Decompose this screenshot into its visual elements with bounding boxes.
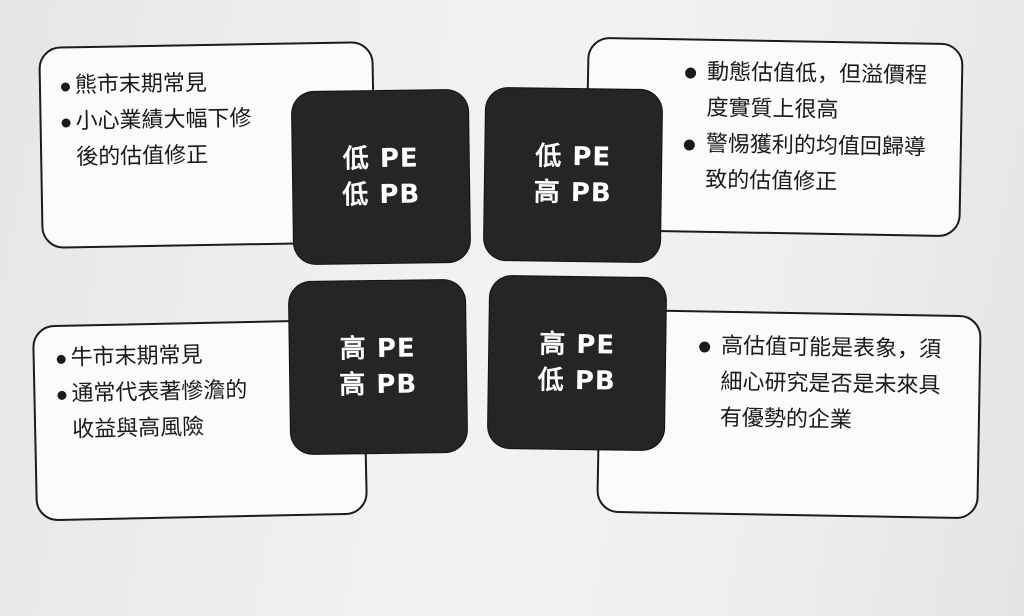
note-item: 通常代表著慘澹的收益與高風險 [57, 373, 268, 449]
bullet-icon [685, 67, 697, 79]
quadrant-pb-label: 低 PB [537, 365, 616, 397]
quadrant-low-pe-high-pb: 低 PE 高 PB [483, 87, 663, 263]
note-item: 熊市末期常見 [60, 65, 272, 105]
bullet-icon [56, 354, 66, 364]
bullet-icon [699, 341, 711, 353]
quadrant-pe-label: 低 PE [342, 143, 419, 175]
quadrant-pe-label: 高 PE [539, 329, 616, 361]
quadrant-pb-label: 低 PB [342, 179, 421, 211]
quadrant-pe-label: 低 PE [535, 141, 612, 173]
note-list: 高估值可能是表象，須細心研究是否是未來具有優勢的企業 [694, 328, 980, 441]
note-list: 動態估值低，但溢價程度實質上很高 警惕獲利的均值回歸導致的估值修正 [679, 54, 961, 203]
note-item: 牛市末期常見 [56, 337, 267, 377]
quadrant-high-pe-low-pb: 高 PE 低 PB [487, 275, 667, 451]
bullet-icon [57, 390, 67, 400]
quadrant-low-pe-low-pb: 低 PE 低 PB [291, 89, 471, 265]
note-text: 高估值可能是表象，須細心研究是否是未來具有優勢的企業 [719, 333, 942, 434]
note-text: 牛市末期常見 [70, 342, 203, 371]
quadrant-pb-label: 高 PB [339, 369, 418, 401]
note-item: 警惕獲利的均值回歸導致的估值修正 [679, 126, 938, 202]
bullet-icon [683, 139, 695, 151]
note-text: 小心業績大幅下修後的估值修正 [75, 106, 252, 171]
note-text: 警惕獲利的均值回歸導致的估值修正 [705, 131, 927, 196]
bullet-icon [61, 118, 71, 128]
note-text: 通常代表著慘澹的收益與高風險 [71, 378, 248, 443]
quadrant-pb-label: 高 PB [533, 177, 612, 209]
note-item: 高估值可能是表象，須細心研究是否是未來具有優勢的企業 [694, 328, 954, 440]
note-item: 小心業績大幅下修後的估值修正 [61, 101, 272, 177]
note-item: 動態估值低，但溢價程度實質上很高 [680, 54, 939, 130]
quadrant-pe-label: 高 PE [339, 333, 416, 365]
note-text: 熊市末期常見 [74, 71, 208, 99]
bullet-icon [60, 82, 71, 92]
note-text: 動態估值低，但溢價程度實質上很高 [706, 59, 928, 124]
quadrant-high-pe-high-pb: 高 PE 高 PB [288, 279, 468, 455]
